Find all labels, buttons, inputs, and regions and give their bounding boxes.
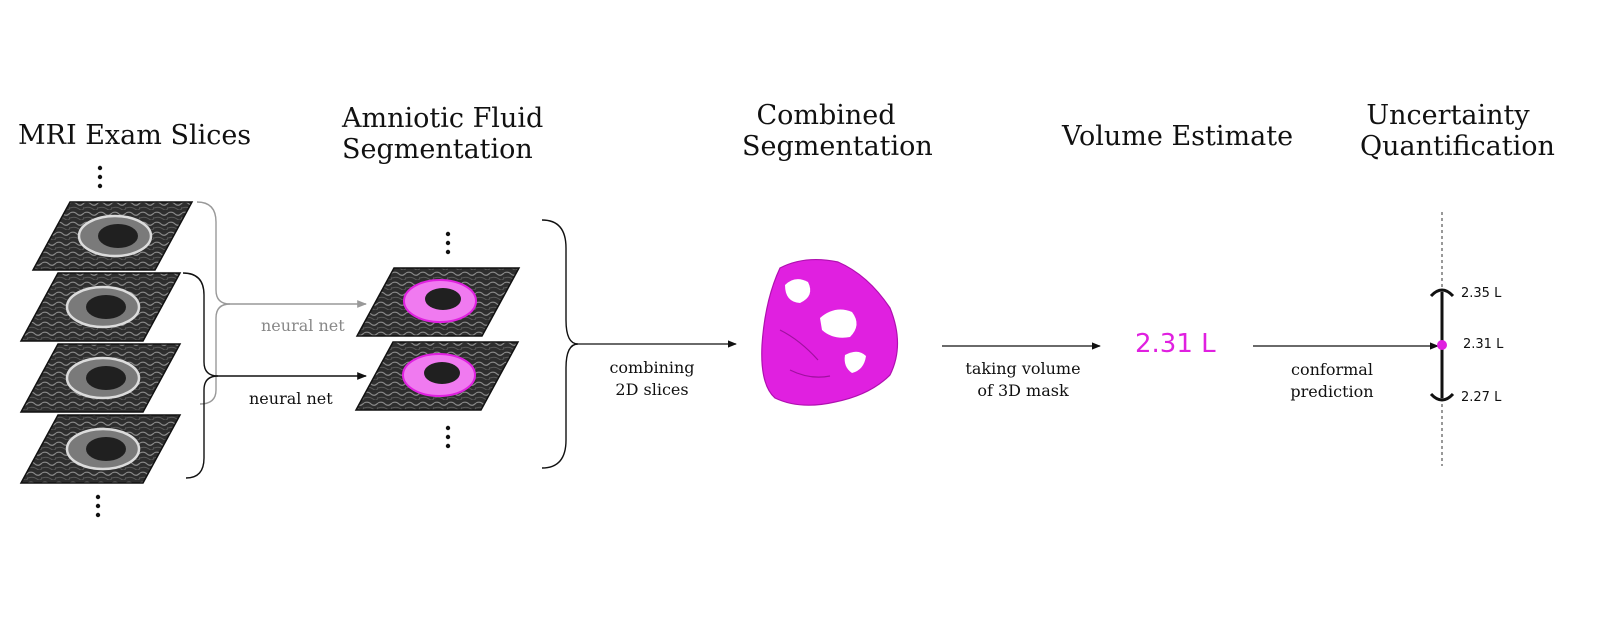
uq-lower-cap <box>1429 392 1455 402</box>
black-connector <box>182 272 367 479</box>
amniotic-fluid-segmentation-title: Amniotic Fluid Segmentation <box>342 103 544 165</box>
mri-ellipsis-top <box>97 165 103 189</box>
neural-net-label: neural net <box>249 389 333 408</box>
conformal-prediction-label: conformal prediction <box>1290 360 1374 401</box>
uncertainty-quantification-title: Uncertainty Quantification <box>1360 100 1555 162</box>
volume-estimate-value: 2.31 L <box>1135 329 1216 359</box>
mri-exam-slices-title: MRI Exam Slices <box>18 120 252 151</box>
combined-3d-mask <box>761 258 899 406</box>
uq-upper-label: 2.35 L <box>1461 286 1502 301</box>
segmentation-slice-2 <box>354 341 520 411</box>
mri-ellipsis-bottom <box>95 494 101 518</box>
uq-upper-cap <box>1429 288 1455 298</box>
volume-estimate-title: Volume Estimate <box>1062 121 1294 152</box>
neural-net-label-gray: neural net <box>261 316 345 335</box>
seg-ellipsis-top <box>445 231 451 255</box>
combined-segmentation-title: Combined Segmentation <box>742 100 933 162</box>
mri-slice-4 <box>19 414 182 484</box>
uq-point-label: 2.31 L <box>1463 337 1504 352</box>
uq-lower-label: 2.27 L <box>1461 390 1502 405</box>
seg-ellipsis-bottom <box>445 425 451 449</box>
combining-2d-slices-label: combining 2D slices <box>609 358 695 399</box>
uq-point-estimate <box>1437 340 1447 350</box>
mri-slice-2 <box>19 272 182 342</box>
taking-volume-label: taking volume of 3D mask <box>965 359 1081 400</box>
segmentation-slice-1 <box>355 267 521 337</box>
mri-slice-3 <box>19 343 182 413</box>
gray-connector <box>196 201 367 405</box>
mri-slice-1 <box>31 201 194 271</box>
combine-brace <box>541 219 579 469</box>
